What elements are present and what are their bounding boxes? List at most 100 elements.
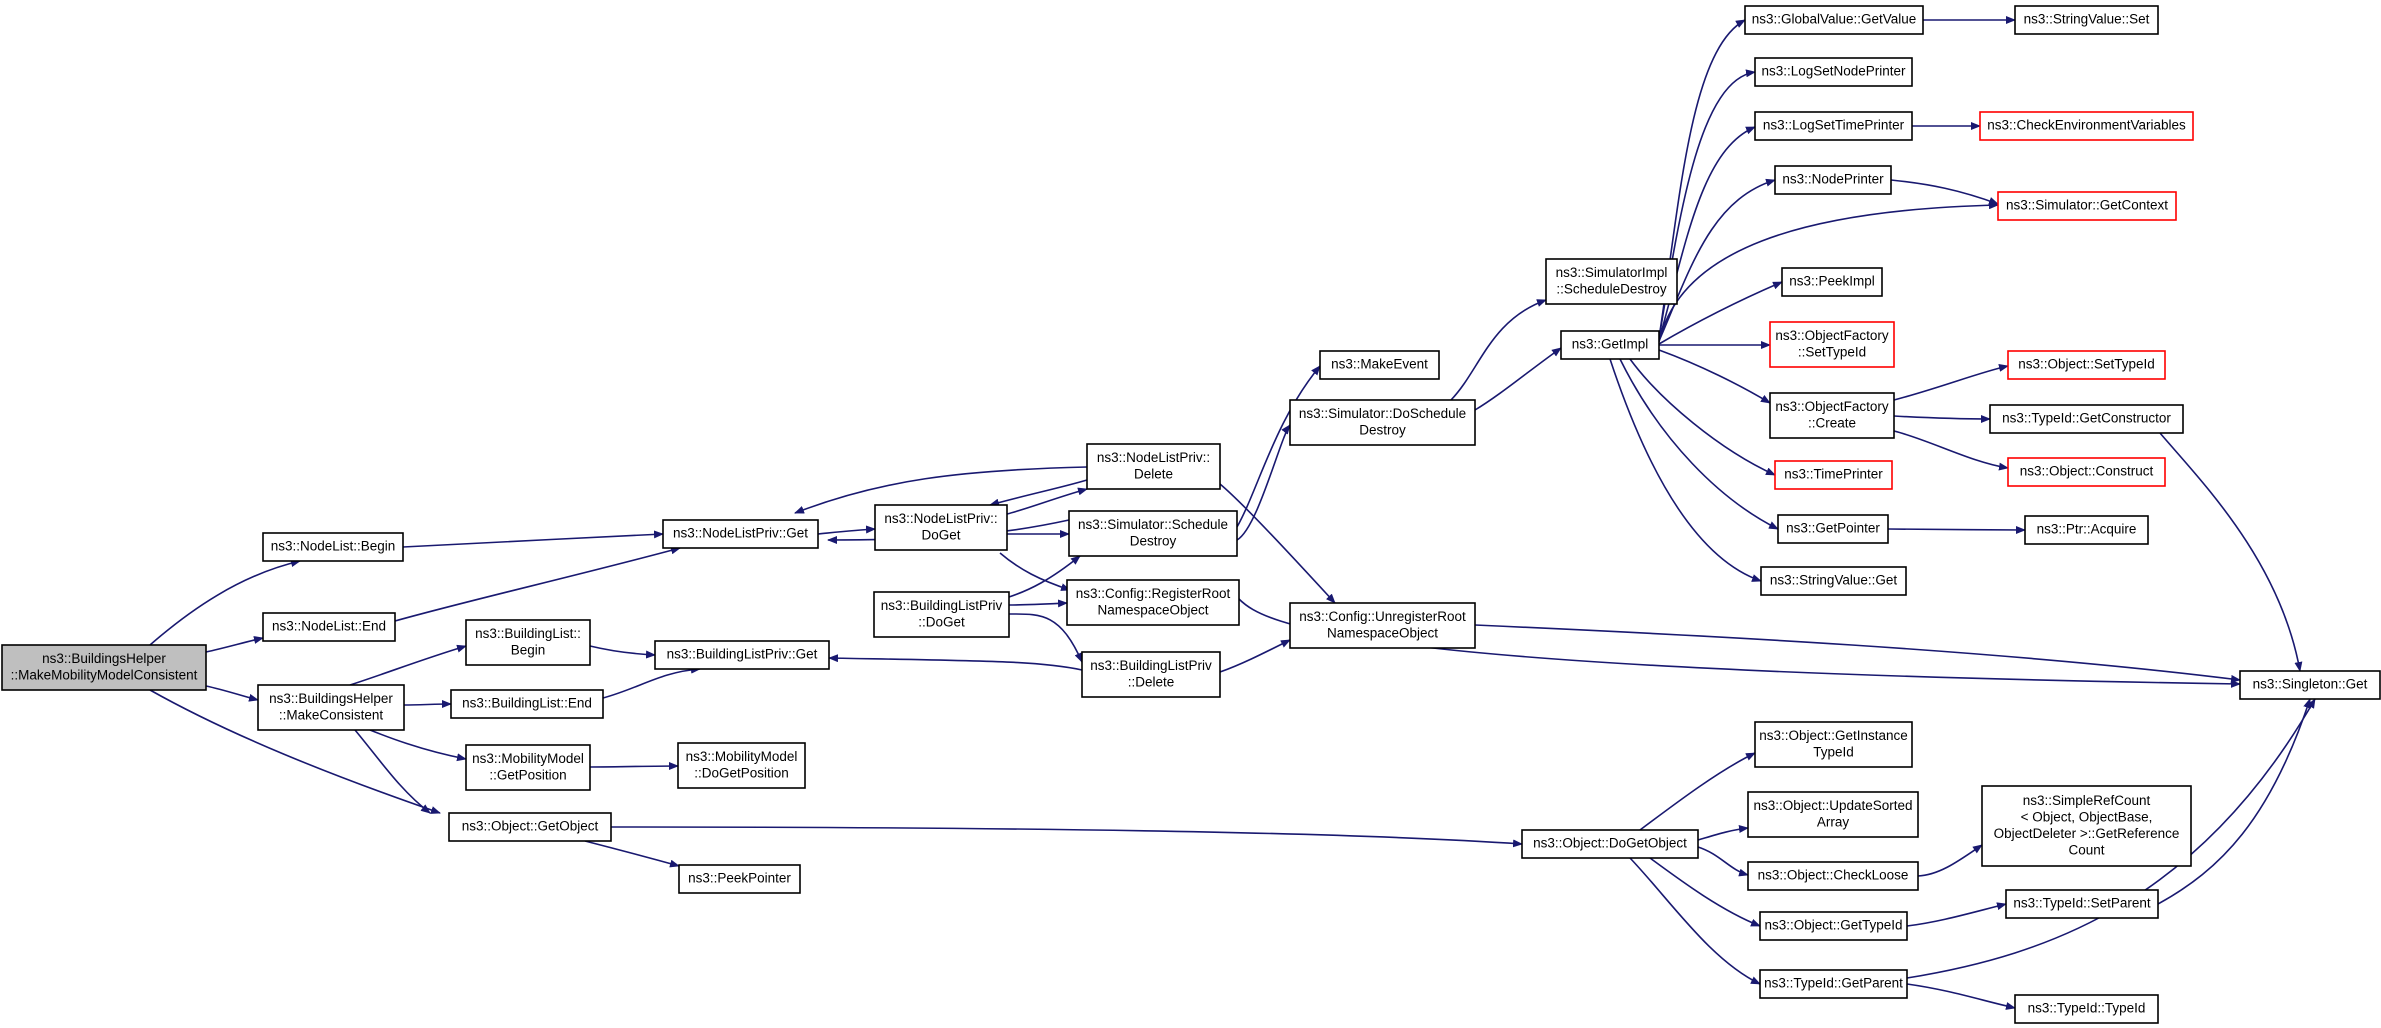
node-label: ns3::BuildingsHelper bbox=[42, 651, 166, 666]
call-edge bbox=[1658, 349, 1771, 404]
node-peekimpl[interactable]: ns3::PeekImpl bbox=[1781, 267, 1883, 297]
node-o-construct[interactable]: ns3::Object::Construct bbox=[2007, 457, 2166, 487]
node-box bbox=[654, 640, 830, 670]
node-nlp-del[interactable]: ns3::NodeListPriv::Delete bbox=[1086, 443, 1221, 490]
node-sv-set[interactable]: ns3::StringValue::Set bbox=[2014, 5, 2159, 35]
node-sim-sd[interactable]: ns3::Simulator::ScheduleDestroy bbox=[1068, 510, 1238, 557]
node-mm-gp[interactable]: ns3::MobilityModel::GetPosition bbox=[465, 744, 591, 791]
node-nlp-doget[interactable]: ns3::NodeListPriv::DoGet bbox=[874, 504, 1008, 551]
node-nl-end[interactable]: ns3::NodeList::End bbox=[262, 612, 396, 642]
node-nlp-get[interactable]: ns3::NodeListPriv::Get bbox=[662, 519, 819, 549]
node-label: ::Create bbox=[1808, 415, 1856, 430]
node-o-cl[interactable]: ns3::Object::CheckLoose bbox=[1747, 861, 1919, 891]
node-bl-end[interactable]: ns3::BuildingList::End bbox=[450, 689, 604, 719]
node-tid-gp[interactable]: ns3::TypeId::GetParent bbox=[1759, 969, 1908, 999]
call-edge bbox=[589, 645, 656, 659]
node-box bbox=[2239, 670, 2381, 700]
node-box bbox=[1081, 651, 1221, 698]
node-getpointer[interactable]: ns3::GetPointer bbox=[1777, 514, 1889, 544]
call-edge bbox=[1219, 483, 1336, 604]
node-box bbox=[1769, 321, 1895, 368]
node-cev[interactable]: ns3::CheckEnvironmentVariables bbox=[1979, 111, 2194, 141]
node-box bbox=[1777, 514, 1889, 544]
nodes: ns3::BuildingsHelper::MakeMobilityModelC… bbox=[1, 5, 2381, 1024]
node-label: ns3::Object::GetInstance bbox=[1759, 728, 1908, 743]
call-edge bbox=[1008, 555, 1081, 598]
call-edge bbox=[1450, 299, 1547, 401]
node-label: ns3::GetImpl bbox=[1572, 337, 1649, 352]
node-label: ns3::Simulator::DoSchedule bbox=[1299, 406, 1466, 421]
call-edge bbox=[1236, 365, 1321, 528]
node-peekptr[interactable]: ns3::PeekPointer bbox=[678, 864, 801, 894]
node-box bbox=[873, 591, 1010, 638]
call-edge bbox=[1893, 363, 2009, 401]
node-bh-mc[interactable]: ns3::BuildingsHelper::MakeConsistent bbox=[257, 684, 405, 731]
node-of-create[interactable]: ns3::ObjectFactory::Create bbox=[1769, 392, 1895, 439]
node-blp-doget[interactable]: ns3::BuildingListPriv::DoGet bbox=[873, 591, 1010, 638]
node-label: ns3::SimpleRefCount bbox=[2023, 793, 2151, 808]
call-edge bbox=[1008, 613, 1083, 663]
node-label: ::GetPosition bbox=[489, 767, 566, 782]
node-bl-begin[interactable]: ns3::BuildingList::Begin bbox=[465, 619, 591, 666]
node-simimpl-sd[interactable]: ns3::SimulatorImpl::ScheduleDestroy bbox=[1545, 258, 1678, 305]
node-label: ::ScheduleDestroy bbox=[1556, 281, 1667, 296]
node-blp-get[interactable]: ns3::BuildingListPriv::Get bbox=[654, 640, 830, 670]
node-tid-sp[interactable]: ns3::TypeId::SetParent bbox=[2005, 889, 2159, 919]
node-mm-dgp[interactable]: ns3::MobilityModel::DoGetPosition bbox=[677, 742, 806, 789]
node-label: ns3::Object::Construct bbox=[2020, 464, 2154, 479]
call-edge bbox=[1649, 857, 1761, 927]
node-box bbox=[874, 504, 1008, 551]
node-singleton[interactable]: ns3::Singleton::Get bbox=[2239, 670, 2381, 700]
node-label: ns3::MobilityModel bbox=[472, 751, 584, 766]
node-sv-get[interactable]: ns3::StringValue::Get bbox=[1760, 566, 1907, 596]
node-label: ns3::BuildingList:: bbox=[475, 626, 581, 641]
node-box bbox=[257, 684, 405, 731]
node-blp-del[interactable]: ns3::BuildingListPriv::Delete bbox=[1081, 651, 1221, 698]
node-nodeprinter[interactable]: ns3::NodePrinter bbox=[1774, 165, 1892, 195]
node-label: ns3::BuildingListPriv::Get bbox=[667, 647, 818, 662]
node-tid-gc[interactable]: ns3::TypeId::GetConstructor bbox=[1989, 404, 2184, 434]
node-src-grc[interactable]: ns3::SimpleRefCount< Object, ObjectBase,… bbox=[1981, 785, 2192, 867]
node-label: Begin bbox=[511, 642, 546, 657]
node-cfg-urno[interactable]: ns3::Config::UnregisterRootNamespaceObje… bbox=[1289, 602, 1476, 649]
node-o-go[interactable]: ns3::Object::GetObject bbox=[448, 812, 612, 842]
node-logsetnp[interactable]: ns3::LogSetNodePrinter bbox=[1754, 57, 1913, 87]
node-o-dgo[interactable]: ns3::Object::DoGetObject bbox=[1521, 829, 1699, 859]
node-getimpl[interactable]: ns3::GetImpl bbox=[1560, 330, 1660, 360]
node-gv-getvalue[interactable]: ns3::GlobalValue::GetValue bbox=[1744, 5, 1924, 35]
node-label: ns3::GetPointer bbox=[1786, 521, 1880, 536]
node-logsettp[interactable]: ns3::LogSetTimePrinter bbox=[1754, 111, 1913, 141]
node-box bbox=[450, 689, 604, 719]
call-edge bbox=[2159, 432, 2303, 672]
node-o-sti[interactable]: ns3::Object::SetTypeId bbox=[2007, 350, 2166, 380]
node-box bbox=[1989, 404, 2184, 434]
node-box bbox=[678, 864, 801, 894]
node-of-settypeid[interactable]: ns3::ObjectFactory::SetTypeId bbox=[1769, 321, 1895, 368]
node-label: ns3::NodeList::Begin bbox=[271, 539, 396, 554]
node-box bbox=[1997, 191, 2177, 221]
node-timeprinter[interactable]: ns3::TimePrinter bbox=[1774, 460, 1893, 490]
node-box bbox=[465, 744, 591, 791]
node-nl-begin[interactable]: ns3::NodeList::Begin bbox=[262, 532, 404, 562]
call-edge bbox=[1236, 424, 1291, 541]
node-o-gti[interactable]: ns3::Object::GetTypeId bbox=[1759, 911, 1908, 941]
call-edge bbox=[1474, 624, 2241, 683]
node-label: ObjectDeleter >::GetReference bbox=[1994, 826, 2180, 841]
call-edge bbox=[2157, 698, 2311, 905]
node-sim-gc[interactable]: ns3::Simulator::GetContext bbox=[1997, 191, 2177, 221]
node-tid-tid[interactable]: ns3::TypeId::TypeId bbox=[2014, 994, 2159, 1024]
node-label: ::MakeConsistent bbox=[279, 707, 384, 722]
call-edge bbox=[403, 700, 452, 709]
call-edge bbox=[1893, 430, 2009, 471]
node-box bbox=[1319, 350, 1440, 380]
node-makeevent[interactable]: ns3::MakeEvent bbox=[1319, 350, 1440, 380]
call-edge bbox=[1906, 983, 2016, 1010]
node-ptr-acquire[interactable]: ns3::Ptr::Acquire bbox=[2024, 515, 2149, 545]
node-label: ns3::StringValue::Get bbox=[1770, 573, 1898, 588]
node-box bbox=[448, 812, 612, 842]
node-root[interactable]: ns3::BuildingsHelper::MakeMobilityModelC… bbox=[1, 644, 207, 691]
